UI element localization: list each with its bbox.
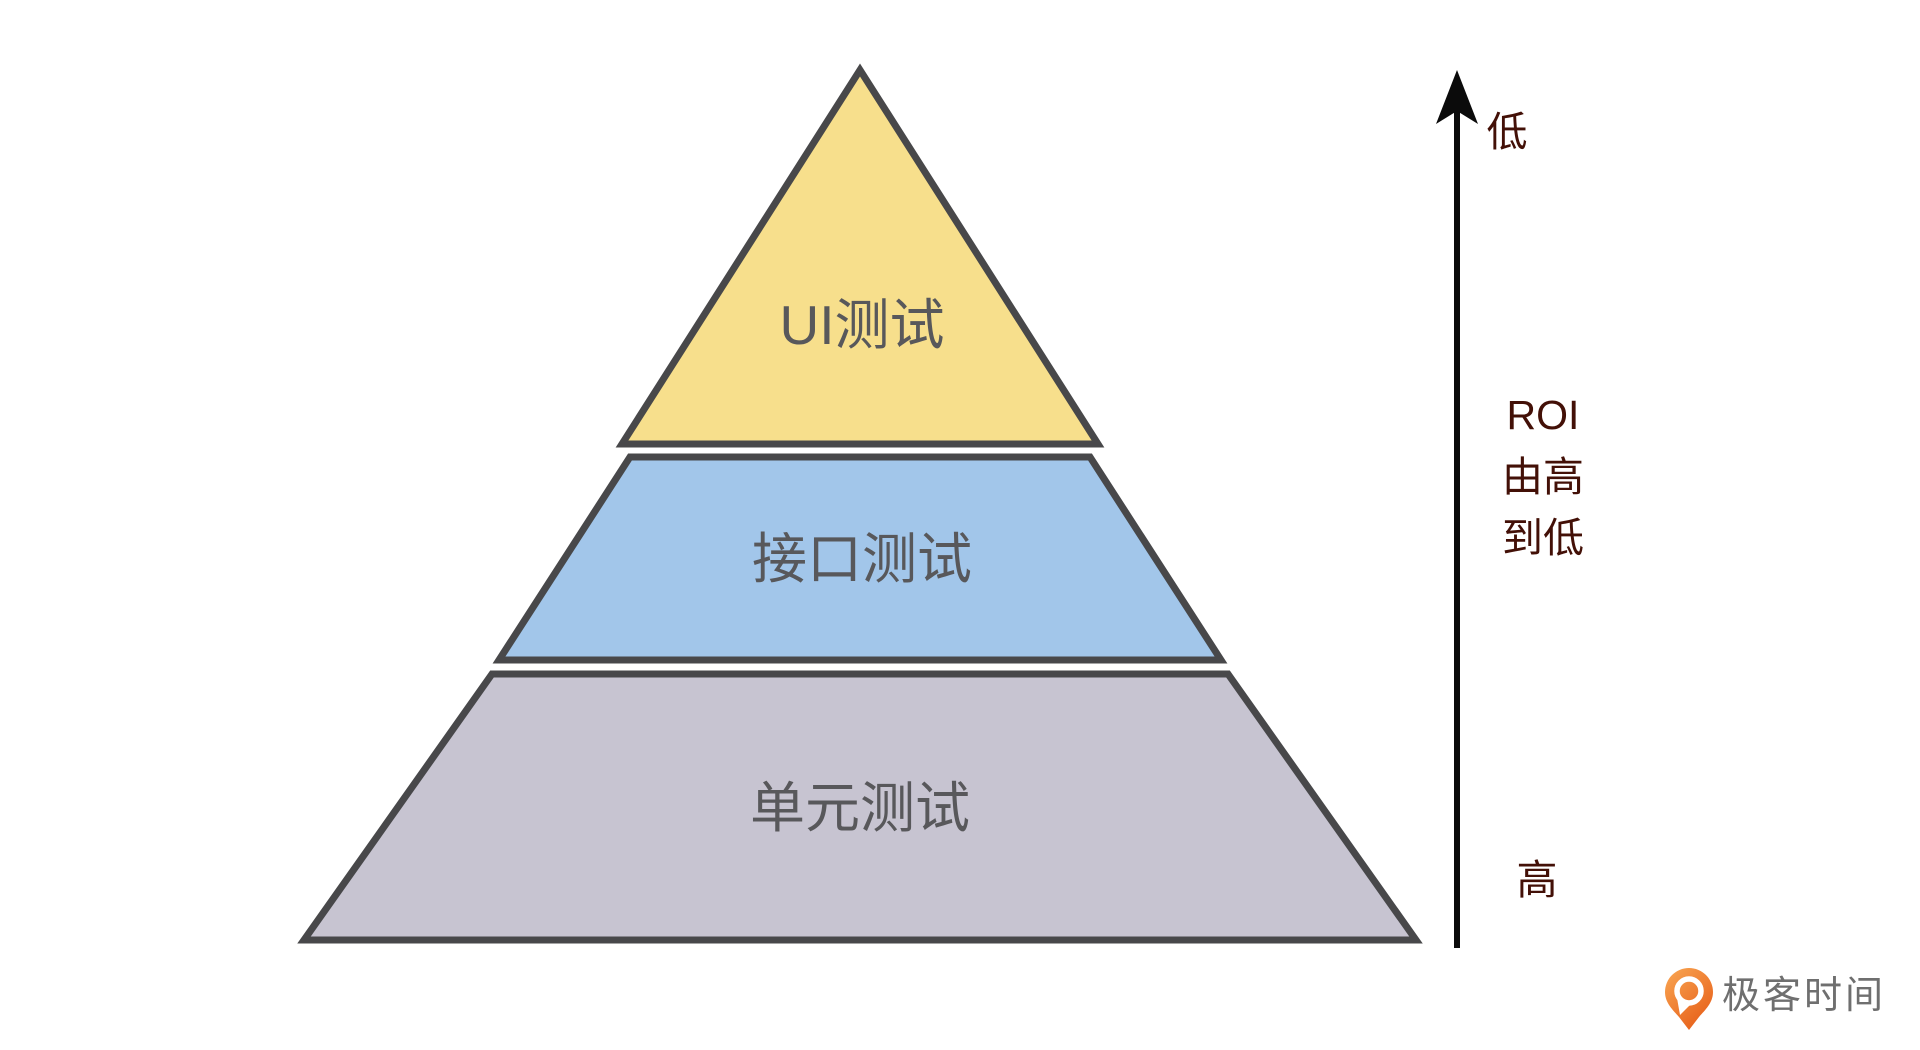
geektime-logo-icon [1665, 968, 1713, 1030]
pyramid-level-unit-tests [297, 670, 1423, 944]
pyramid-level-ui-label: UI测试 [779, 294, 944, 356]
axis-label-high: 高 [1517, 857, 1558, 903]
roi-axis-arrow [1436, 70, 1478, 948]
axis-label-roi-line-1: ROI [1507, 392, 1580, 438]
arrow-up-icon [1436, 70, 1478, 124]
axis-label-roi-line-2: 由高 [1502, 454, 1584, 500]
brand-logo: 极客时间 [1665, 968, 1886, 1030]
pyramid-level-unit-label: 单元测试 [750, 777, 970, 839]
pyramid-level-api-tests [492, 453, 1228, 664]
axis-label-low: 低 [1487, 109, 1528, 155]
pyramid-level-ui-tests [615, 63, 1105, 448]
brand-name: 极客时间 [1722, 975, 1886, 1017]
axis-label-roi-line-3: 到低 [1502, 515, 1584, 561]
pyramid-level-api-label: 接口测试 [752, 528, 972, 590]
